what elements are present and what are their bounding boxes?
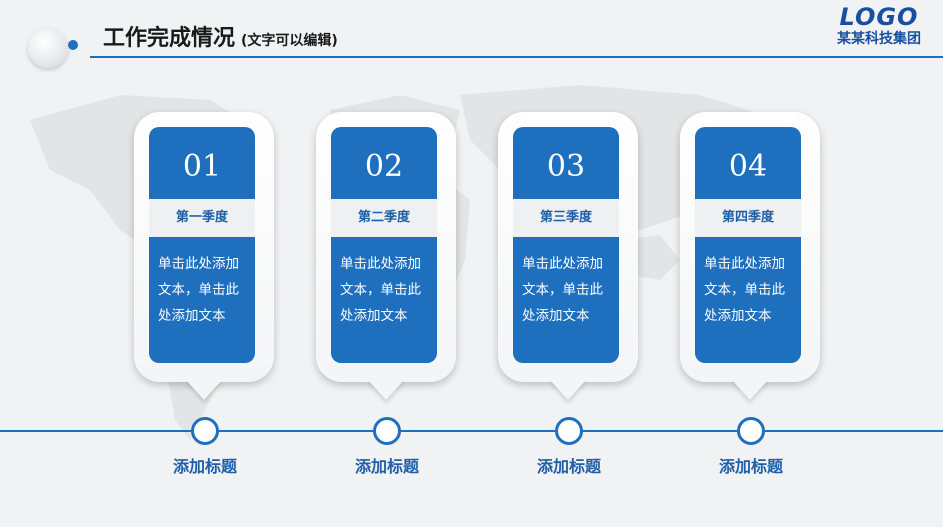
card-number: 02	[364, 149, 404, 184]
company-name: 某某科技集团	[837, 31, 921, 47]
timeline-dot-2	[373, 417, 401, 445]
card-pointer	[368, 380, 404, 400]
card-text[interactable]: 单击此处添加文本，单击此处添加文本	[158, 256, 239, 324]
card-label: 第一季度	[149, 199, 255, 237]
step-title-1[interactable]: 添加标题	[172, 457, 237, 476]
timeline-dot-3	[555, 417, 583, 445]
quarter-card-3: 03 第三季度 单击此处添加文本，单击此处添加文本	[498, 112, 638, 400]
card-label: 第四季度	[695, 199, 801, 237]
company-logo: LOGO 某某科技集团	[827, 4, 931, 48]
quarter-card-2: 02 第二季度 单击此处添加文本，单击此处添加文本	[316, 112, 456, 400]
card-text[interactable]: 单击此处添加文本，单击此处添加文本	[340, 256, 421, 324]
decorative-circle-large	[28, 28, 68, 68]
card-label: 第三季度	[513, 199, 619, 237]
decorative-circle-small	[68, 40, 78, 50]
card-pointer	[550, 380, 586, 400]
step-title-4[interactable]: 添加标题	[718, 457, 783, 476]
logo-mark: LOGO	[839, 3, 919, 31]
card-pointer	[186, 380, 222, 400]
timeline-line	[0, 430, 943, 432]
card-text[interactable]: 单击此处添加文本，单击此处添加文本	[704, 256, 785, 324]
timeline-dot-4	[737, 417, 765, 445]
step-title-3[interactable]: 添加标题	[536, 457, 601, 476]
timeline-dot-1	[191, 417, 219, 445]
card-panel: 02 第二季度 单击此处添加文本，单击此处添加文本	[331, 127, 437, 363]
card-panel: 01 第一季度 单击此处添加文本，单击此处添加文本	[149, 127, 255, 363]
quarter-card-1: 01 第一季度 单击此处添加文本，单击此处添加文本	[134, 112, 274, 400]
card-panel: 04 第四季度 单击此处添加文本，单击此处添加文本	[695, 127, 801, 363]
header-divider	[90, 56, 943, 58]
card-number: 03	[546, 149, 586, 184]
card-number: 01	[182, 149, 222, 184]
card-text[interactable]: 单击此处添加文本，单击此处添加文本	[522, 256, 603, 324]
page-title-text: 工作完成情况	[103, 26, 236, 51]
card-label: 第二季度	[331, 199, 437, 237]
page-title: 工作完成情况 (文字可以编辑)	[103, 20, 338, 52]
step-title-2[interactable]: 添加标题	[354, 457, 419, 476]
page-subtitle: (文字可以编辑)	[241, 33, 338, 49]
card-number: 04	[728, 149, 768, 184]
card-pointer	[732, 380, 768, 400]
card-panel: 03 第三季度 单击此处添加文本，单击此处添加文本	[513, 127, 619, 363]
quarter-card-4: 04 第四季度 单击此处添加文本，单击此处添加文本	[680, 112, 820, 400]
